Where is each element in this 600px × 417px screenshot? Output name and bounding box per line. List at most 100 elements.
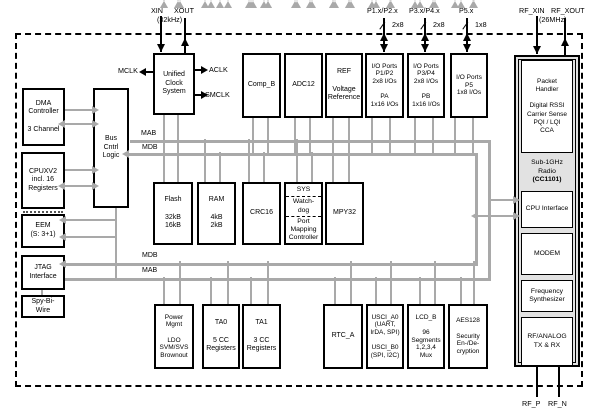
block-bus-control-logic: Bus Cntrl Logic: [93, 88, 129, 208]
watchdog-section: Watch- dog: [286, 197, 321, 217]
radio-section-label: Sub-1GHz Radio (CC1101): [514, 155, 580, 189]
block-frequency-synthesizer: Frequency Synthesizer: [521, 280, 573, 312]
bus-connector-line: [203, 139, 207, 182]
cpu-continuation-dots: [23, 211, 63, 213]
bus-connector-line: [413, 118, 417, 155]
arrowhead-down: [533, 46, 541, 54]
bus-connector-line: [226, 261, 230, 304]
bus-connector-line: [176, 152, 180, 182]
bus-connector-line: [209, 277, 213, 304]
arrowhead-up: [386, 1, 395, 8]
bus-connector-line: [453, 118, 457, 155]
arrowhead-up: [159, 1, 168, 8]
bus-connector-line: [146, 71, 153, 73]
bus-connector-line: [347, 118, 351, 155]
block-usci: USCI_A0 (UART, IrDA, SPI) USCI_B0 (SPI, …: [366, 304, 404, 369]
bus-connector-line: [184, 18, 186, 53]
bus-label-mdb-top: MDB: [142, 144, 158, 151]
bus-connector-line: [266, 261, 270, 304]
bus-connector-line: [66, 235, 116, 239]
bus-connector-line: [218, 152, 222, 182]
arrowhead-up: [175, 1, 184, 8]
arrowhead-down: [157, 44, 165, 52]
arrowhead-left: [59, 232, 66, 241]
block-crc16: CRC16: [242, 182, 281, 245]
bus-connector-line: [65, 122, 92, 126]
arrowhead-up: [463, 33, 471, 41]
arrowhead-left: [58, 119, 65, 128]
bus-connector-line: [66, 218, 116, 222]
signal-label-smclk: SMCLK: [205, 90, 230, 99]
arrowhead-down: [430, 0, 439, 1]
bus-connector-line: [162, 115, 166, 156]
radio-label-text: Sub-1GHz Radio: [531, 159, 563, 175]
block-mpy32: MPY32: [325, 182, 364, 245]
arrowhead-down: [175, 0, 184, 1]
port-mapping-section: Port Mapping Controller: [288, 217, 319, 242]
bus-connector-line: [249, 277, 253, 304]
arrowhead-down: [346, 0, 355, 1]
bus-connector-line: [536, 16, 538, 54]
bus-mab-bottom: [65, 278, 491, 281]
arrowhead-down: [450, 0, 459, 1]
bus-connector-line: [331, 139, 335, 182]
bus-label-mdb-bottom: MDB: [142, 252, 158, 259]
bus-width-p1p2: 2x8: [392, 20, 404, 29]
block-aes128: AES128 Security En-/De- cryption: [448, 304, 488, 369]
arrowhead-right: [92, 119, 99, 128]
block-comp-b: Comp_B: [242, 53, 281, 118]
bus-connector-line: [40, 290, 44, 295]
arrowhead-down: [292, 0, 301, 1]
bus-connector-line: [370, 118, 374, 155]
bus-connector-line: [162, 277, 166, 304]
arrowhead-up: [263, 1, 272, 8]
block-io-ports-p5: I/O Ports P5 1x8 I/Os: [450, 53, 488, 118]
bus-connector-line: [162, 139, 166, 182]
bus-connector-line: [295, 139, 299, 182]
bus-connector-line: [374, 277, 378, 304]
bus-connector-line: [160, 16, 162, 52]
block-lcd-b: LCD_B 96 Segments 1,2,3,4 Mux: [407, 304, 445, 369]
block-packet-handler: Packet Handler Digital RSSI Carrier Sens…: [521, 60, 573, 153]
bus-connector-line: [65, 184, 92, 188]
bus-connector-line: [308, 118, 312, 155]
pin-label-rf-xout: RF_XOUT: [551, 6, 585, 15]
arrowhead-down: [330, 0, 339, 1]
arrowhead-up: [380, 33, 388, 41]
arrowhead-down: [380, 44, 388, 52]
block-cpu-interface: CPU Interface: [521, 191, 573, 228]
bus-connector-line: [333, 277, 337, 304]
block-ref: REF Voltage Reference: [325, 53, 363, 118]
arrowhead-down: [200, 0, 209, 1]
pin-label-p1p2: P1.x/P2.x: [367, 6, 398, 15]
pin-label-rf-n: RF_N: [548, 399, 567, 408]
bus-connector-line: [431, 118, 435, 155]
arrowhead-down: [386, 0, 395, 1]
pin-label-p3p4: P3.x/P4.x: [409, 6, 440, 15]
bus-connector-line: [195, 94, 201, 96]
block-ta0: TA0 5 CC Registers: [202, 304, 240, 369]
arrowhead-right: [92, 181, 99, 190]
arrowhead-down: [215, 0, 224, 1]
bus-connector-line: [471, 118, 475, 155]
pin-label-rf-xin: RF_XIN: [519, 6, 545, 15]
bus-connector-line: [129, 153, 140, 156]
arrowhead-left: [122, 149, 129, 158]
bus-label-mab-bottom: MAB: [142, 267, 158, 274]
bus-width-p5: 1x8: [475, 20, 487, 29]
arrowhead-up: [200, 1, 209, 8]
signal-label-aclk: ACLK: [209, 65, 228, 74]
bus-mdb-top: [131, 153, 478, 156]
arrowhead-down: [223, 0, 232, 1]
bus-connector-line: [65, 168, 92, 172]
arrowhead-up: [421, 33, 429, 41]
arrowhead-up: [307, 1, 316, 8]
arrowhead-right: [92, 105, 99, 114]
radio-label-cc1101: (CC1101): [532, 176, 562, 184]
signal-label-mclk: MCLK: [118, 66, 138, 75]
bus-connector-line: [472, 261, 476, 304]
bus-connector-line: [478, 214, 513, 218]
block-spy-bi-wire: Spy-Bi- Wire: [21, 295, 65, 318]
bus-connector-line: [65, 108, 92, 112]
bus-connector-line: [178, 261, 182, 304]
